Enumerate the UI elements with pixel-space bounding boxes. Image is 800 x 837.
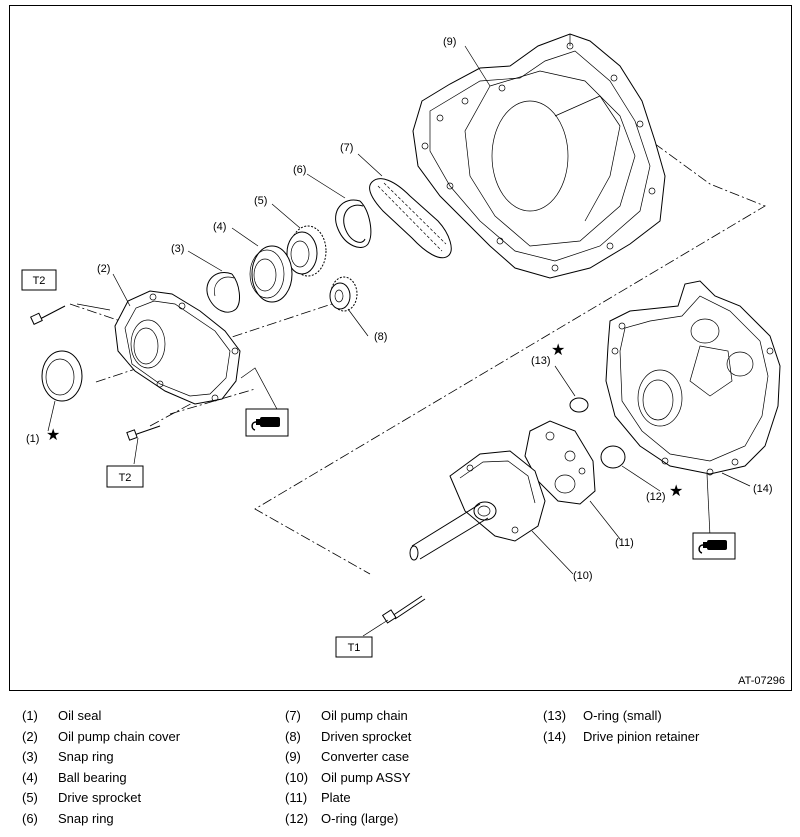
- callout-13: (13): [531, 355, 551, 367]
- torque-label-t1: T1: [335, 636, 373, 658]
- callout-4: (4): [213, 221, 226, 233]
- oil-pump-assy: [409, 450, 546, 561]
- bolt-t2-top: [30, 305, 66, 325]
- leader-lines: [47, 45, 751, 637]
- bolt-t1: [381, 595, 426, 624]
- diagram-frame: (9) (7) (6) (5) (4) (3) (2) (8) (1) (13)…: [9, 5, 792, 691]
- figure-code: AT-07296: [738, 675, 785, 687]
- callout-10: (10): [573, 570, 593, 582]
- callout-6: (6): [293, 164, 306, 176]
- star-icon: ★: [669, 483, 683, 500]
- sealant-tube-icon: [245, 408, 289, 437]
- star-icon: ★: [46, 427, 60, 444]
- exploded-view-diagram: (9) (7) (6) (5) (4) (3) (2) (8) (1) (13)…: [21, 33, 781, 658]
- callout-14: (14): [753, 483, 773, 495]
- torque-label-t2-top: T2: [21, 269, 57, 291]
- callout-12: (12): [646, 491, 666, 503]
- parts-legend: (1)Oil seal (2)Oil pump chain cover (3)S…: [22, 708, 700, 826]
- ball-bearing: [249, 245, 293, 303]
- callout-1: (1): [26, 433, 39, 445]
- oil-pump-chain: [369, 178, 452, 259]
- svg-text:T2: T2: [119, 472, 132, 484]
- callout-7: (7): [340, 142, 353, 154]
- bolt-t2-bottom: [126, 425, 161, 441]
- plate: [524, 420, 596, 505]
- converter-case: [412, 33, 666, 279]
- snap-ring-3: [206, 272, 240, 313]
- callout-8: (8): [374, 331, 387, 343]
- svg-text:T1: T1: [348, 642, 361, 654]
- snap-ring-6: [335, 199, 372, 248]
- callout-2: (2): [97, 263, 110, 275]
- oil-seal: [41, 350, 83, 402]
- drive-sprocket: [286, 225, 327, 277]
- oil-pump-chain-cover: [114, 290, 241, 405]
- callout-9: (9): [443, 36, 456, 48]
- o-ring-small: [569, 397, 589, 413]
- callout-11: (11): [615, 537, 634, 549]
- star-icon: ★: [551, 342, 565, 359]
- o-ring-large: [600, 445, 626, 469]
- callout-3: (3): [171, 243, 184, 255]
- callout-5: (5): [254, 195, 267, 207]
- torque-label-t2-bottom: T2: [106, 465, 144, 488]
- driven-sprocket: [329, 276, 358, 312]
- sealant-tube-icon: [692, 532, 736, 560]
- svg-text:T2: T2: [33, 275, 46, 287]
- drive-pinion-retainer: [605, 280, 781, 476]
